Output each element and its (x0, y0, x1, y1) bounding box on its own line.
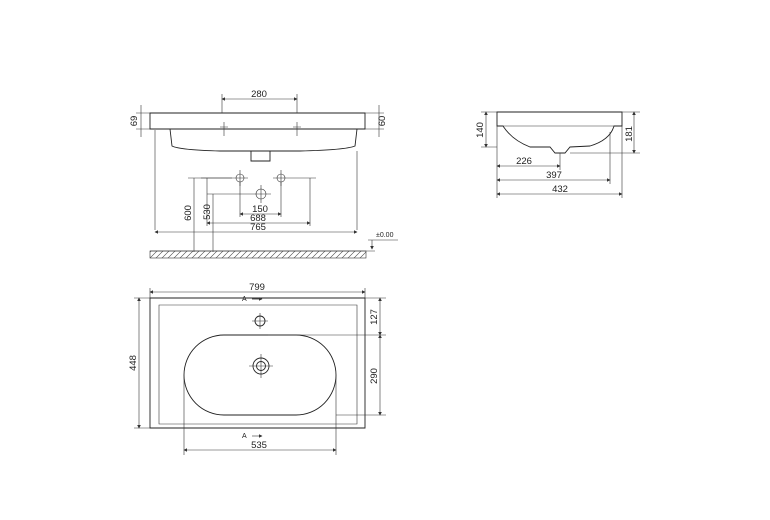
top-tap-hole (252, 313, 268, 329)
front-drain-fitting (251, 185, 271, 203)
floor-hatch (149, 250, 367, 259)
side-view: 140 181 226 397 432 (475, 111, 640, 198)
front-tap-hole-right (293, 122, 301, 136)
dim-drain-spacing: 150 (252, 204, 268, 215)
top-drain (249, 354, 273, 378)
top-basin-outline (149, 297, 366, 429)
front-basin-bowl (169, 128, 358, 152)
dim-bowl-depth: 397 (546, 170, 562, 181)
front-drain-spigot (250, 151, 271, 162)
front-basin-rim (149, 112, 366, 130)
dim-pipe-width: 688 (250, 213, 266, 224)
dim-tap-offset: 127 (369, 309, 380, 325)
dim-top-depth: 448 (128, 355, 139, 371)
front-view: 280 69 60 150 688 765 600 530 (129, 89, 398, 259)
floor-level-label: ±0.00 (376, 232, 394, 239)
side-basin-profile (496, 111, 623, 154)
dim-top-width: 799 (249, 282, 265, 293)
dim-rim-height: 69 (129, 116, 140, 127)
dim-overall-width: 765 (250, 222, 266, 233)
top-view: A A 799 448 127 290 535 (128, 282, 386, 455)
front-tap-hole-left (220, 122, 228, 136)
dim-bowl-width: 535 (251, 440, 267, 451)
top-basin-bowl (183, 334, 337, 416)
section-marker-top: A (242, 296, 247, 303)
dim-pipe-height: 530 (202, 204, 213, 220)
dim-bowl-height: 140 (475, 122, 486, 138)
top-basin-inner-rim (158, 304, 358, 425)
dim-total-height: 181 (624, 126, 635, 142)
dim-bowl-length: 290 (369, 368, 380, 384)
dim-tap-spacing: 280 (251, 89, 267, 100)
dim-drain-height: 600 (183, 205, 194, 221)
section-marker-bottom: A (242, 433, 247, 440)
dim-rim-height-right: 60 (377, 116, 388, 127)
dim-total-depth: 432 (552, 184, 568, 195)
dim-drain-depth: 226 (516, 156, 532, 167)
